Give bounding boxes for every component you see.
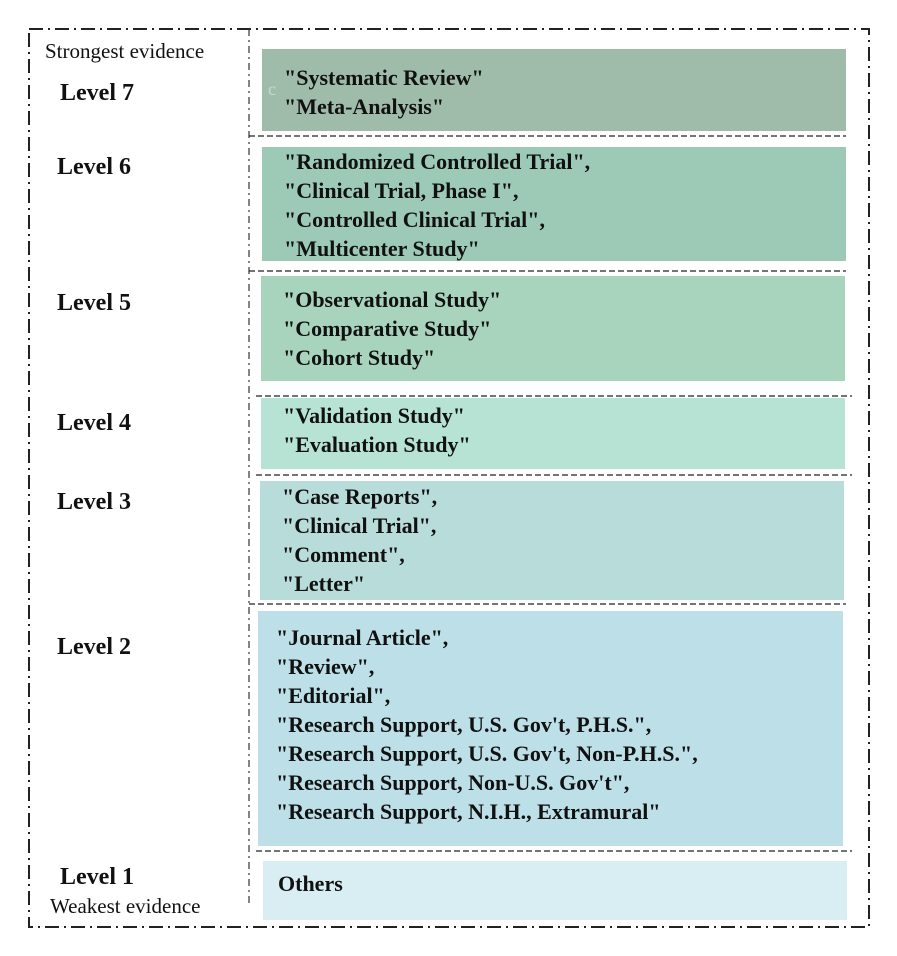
level-item: "Systematic Review" [284,65,484,90]
level-item: "Research Support, U.S. Gov't, P.H.S.", [276,712,652,737]
level-item: "Letter" [282,571,366,596]
strongest-evidence-label: Strongest evidence [45,39,205,63]
level-item: "Clinical Trial, Phase I", [284,178,519,203]
level-item: "Comment", [282,542,405,567]
level-1-label: Level 1 [60,864,134,890]
level-item: "Case Reports", [282,484,438,509]
level-5-box: "Observational Study" "Comparative Study"… [261,276,845,381]
level-item: "Research Support, Non-U.S. Gov't", [276,770,630,795]
level-item: "Cohort Study" [283,345,436,370]
level-item: "Research Support, N.I.H., Extramural" [276,799,661,824]
level-7-label: Level 7 [60,80,134,106]
level-2-box: "Journal Article", "Review", "Editorial", "… [258,611,843,846]
level-item: Others [278,871,343,896]
level-3-box: "Case Reports", "Clinical Trial", "Comment… [260,481,844,600]
level-2-label: Level 2 [57,634,131,660]
level-item: "Randomized Controlled Trial", [284,149,591,174]
level-4-box: "Validation Study" "Evaluation Study" [261,398,845,469]
level-6-label: Level 6 [57,154,131,180]
level-item: "Journal Article", [276,625,449,650]
level-item: "Evaluation Study" [283,432,471,457]
level-item: "Validation Study" [283,403,465,428]
level-1-box: Others [263,861,847,920]
level-item: "Comparative Study" [283,316,492,341]
level-item: "Controlled Clinical Trial", [284,207,545,232]
level-7-box: c "Systematic Review" "Meta-Analysis" [262,49,846,131]
level-3-label: Level 3 [57,489,131,515]
level-item: "Multicenter Study" [284,236,480,261]
level-item: "Observational Study" [283,287,502,312]
level-4-label: Level 4 [57,410,131,436]
level-item: "Clinical Trial", [282,513,437,538]
level-6-box: "Randomized Controlled Trial", "Clinical … [262,147,846,261]
weakest-evidence-label: Weakest evidence [50,894,201,918]
level-5-label: Level 5 [57,290,131,316]
level-item: "Editorial", [276,683,391,708]
level-item: "Research Support, U.S. Gov't, Non-P.H.S… [276,741,698,766]
outer-border [28,28,870,928]
faint-mark: c [268,79,276,99]
level-item: "Review", [276,654,375,679]
level-item: "Meta-Analysis" [284,94,445,119]
